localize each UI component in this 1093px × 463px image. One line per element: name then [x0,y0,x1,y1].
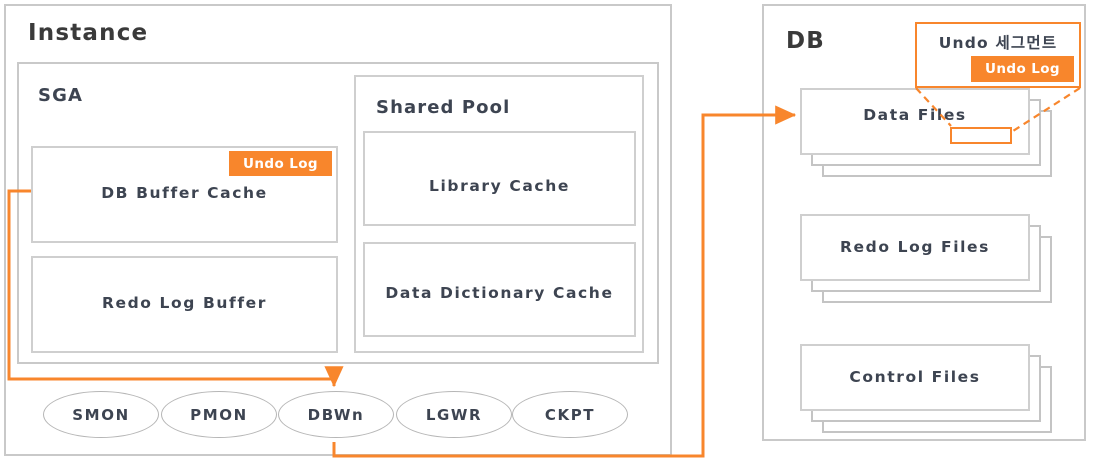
data-dictionary-cache-label: Data Dictionary Cache [385,284,614,302]
process-oval-lgwr[interactable]: LGWR [396,391,512,438]
instance-title: Instance [28,20,149,46]
process-label-dbwn: DBWn [307,405,365,424]
process-oval-smon[interactable]: SMON [43,391,159,438]
shared-pool-title: Shared Pool [376,97,511,118]
process-oval-pmon[interactable]: PMON [161,391,277,438]
process-label-smon: SMON [72,405,130,424]
redo-log-buffer-label: Redo Log Buffer [101,294,268,312]
redo-log-files-label: Redo Log Files [840,238,990,256]
redo-log-files-box [800,214,1030,281]
undo-segment-callout-title: Undo 세그먼트 [938,34,1058,52]
control-files-box [800,344,1030,411]
db-buffer-cache-label: DB Buffer Cache [101,184,268,202]
undo-log-badge-buffer-cache: Undo Log [229,151,332,176]
data-files-label: Data Files [863,106,967,124]
process-oval-ckpt[interactable]: CKPT [512,391,628,438]
control-files-label: Control Files [849,368,981,386]
library-cache-label: Library Cache [429,177,570,195]
undo-segment-marker [950,127,1012,144]
db-title: DB [786,28,826,54]
process-label-lgwr: LGWR [425,405,483,424]
process-label-ckpt: CKPT [544,405,596,424]
process-oval-dbwn[interactable]: DBWn [278,391,394,438]
sga-title: SGA [38,85,83,106]
undo-log-badge-callout: Undo Log [971,56,1074,82]
process-label-pmon: PMON [190,405,248,424]
